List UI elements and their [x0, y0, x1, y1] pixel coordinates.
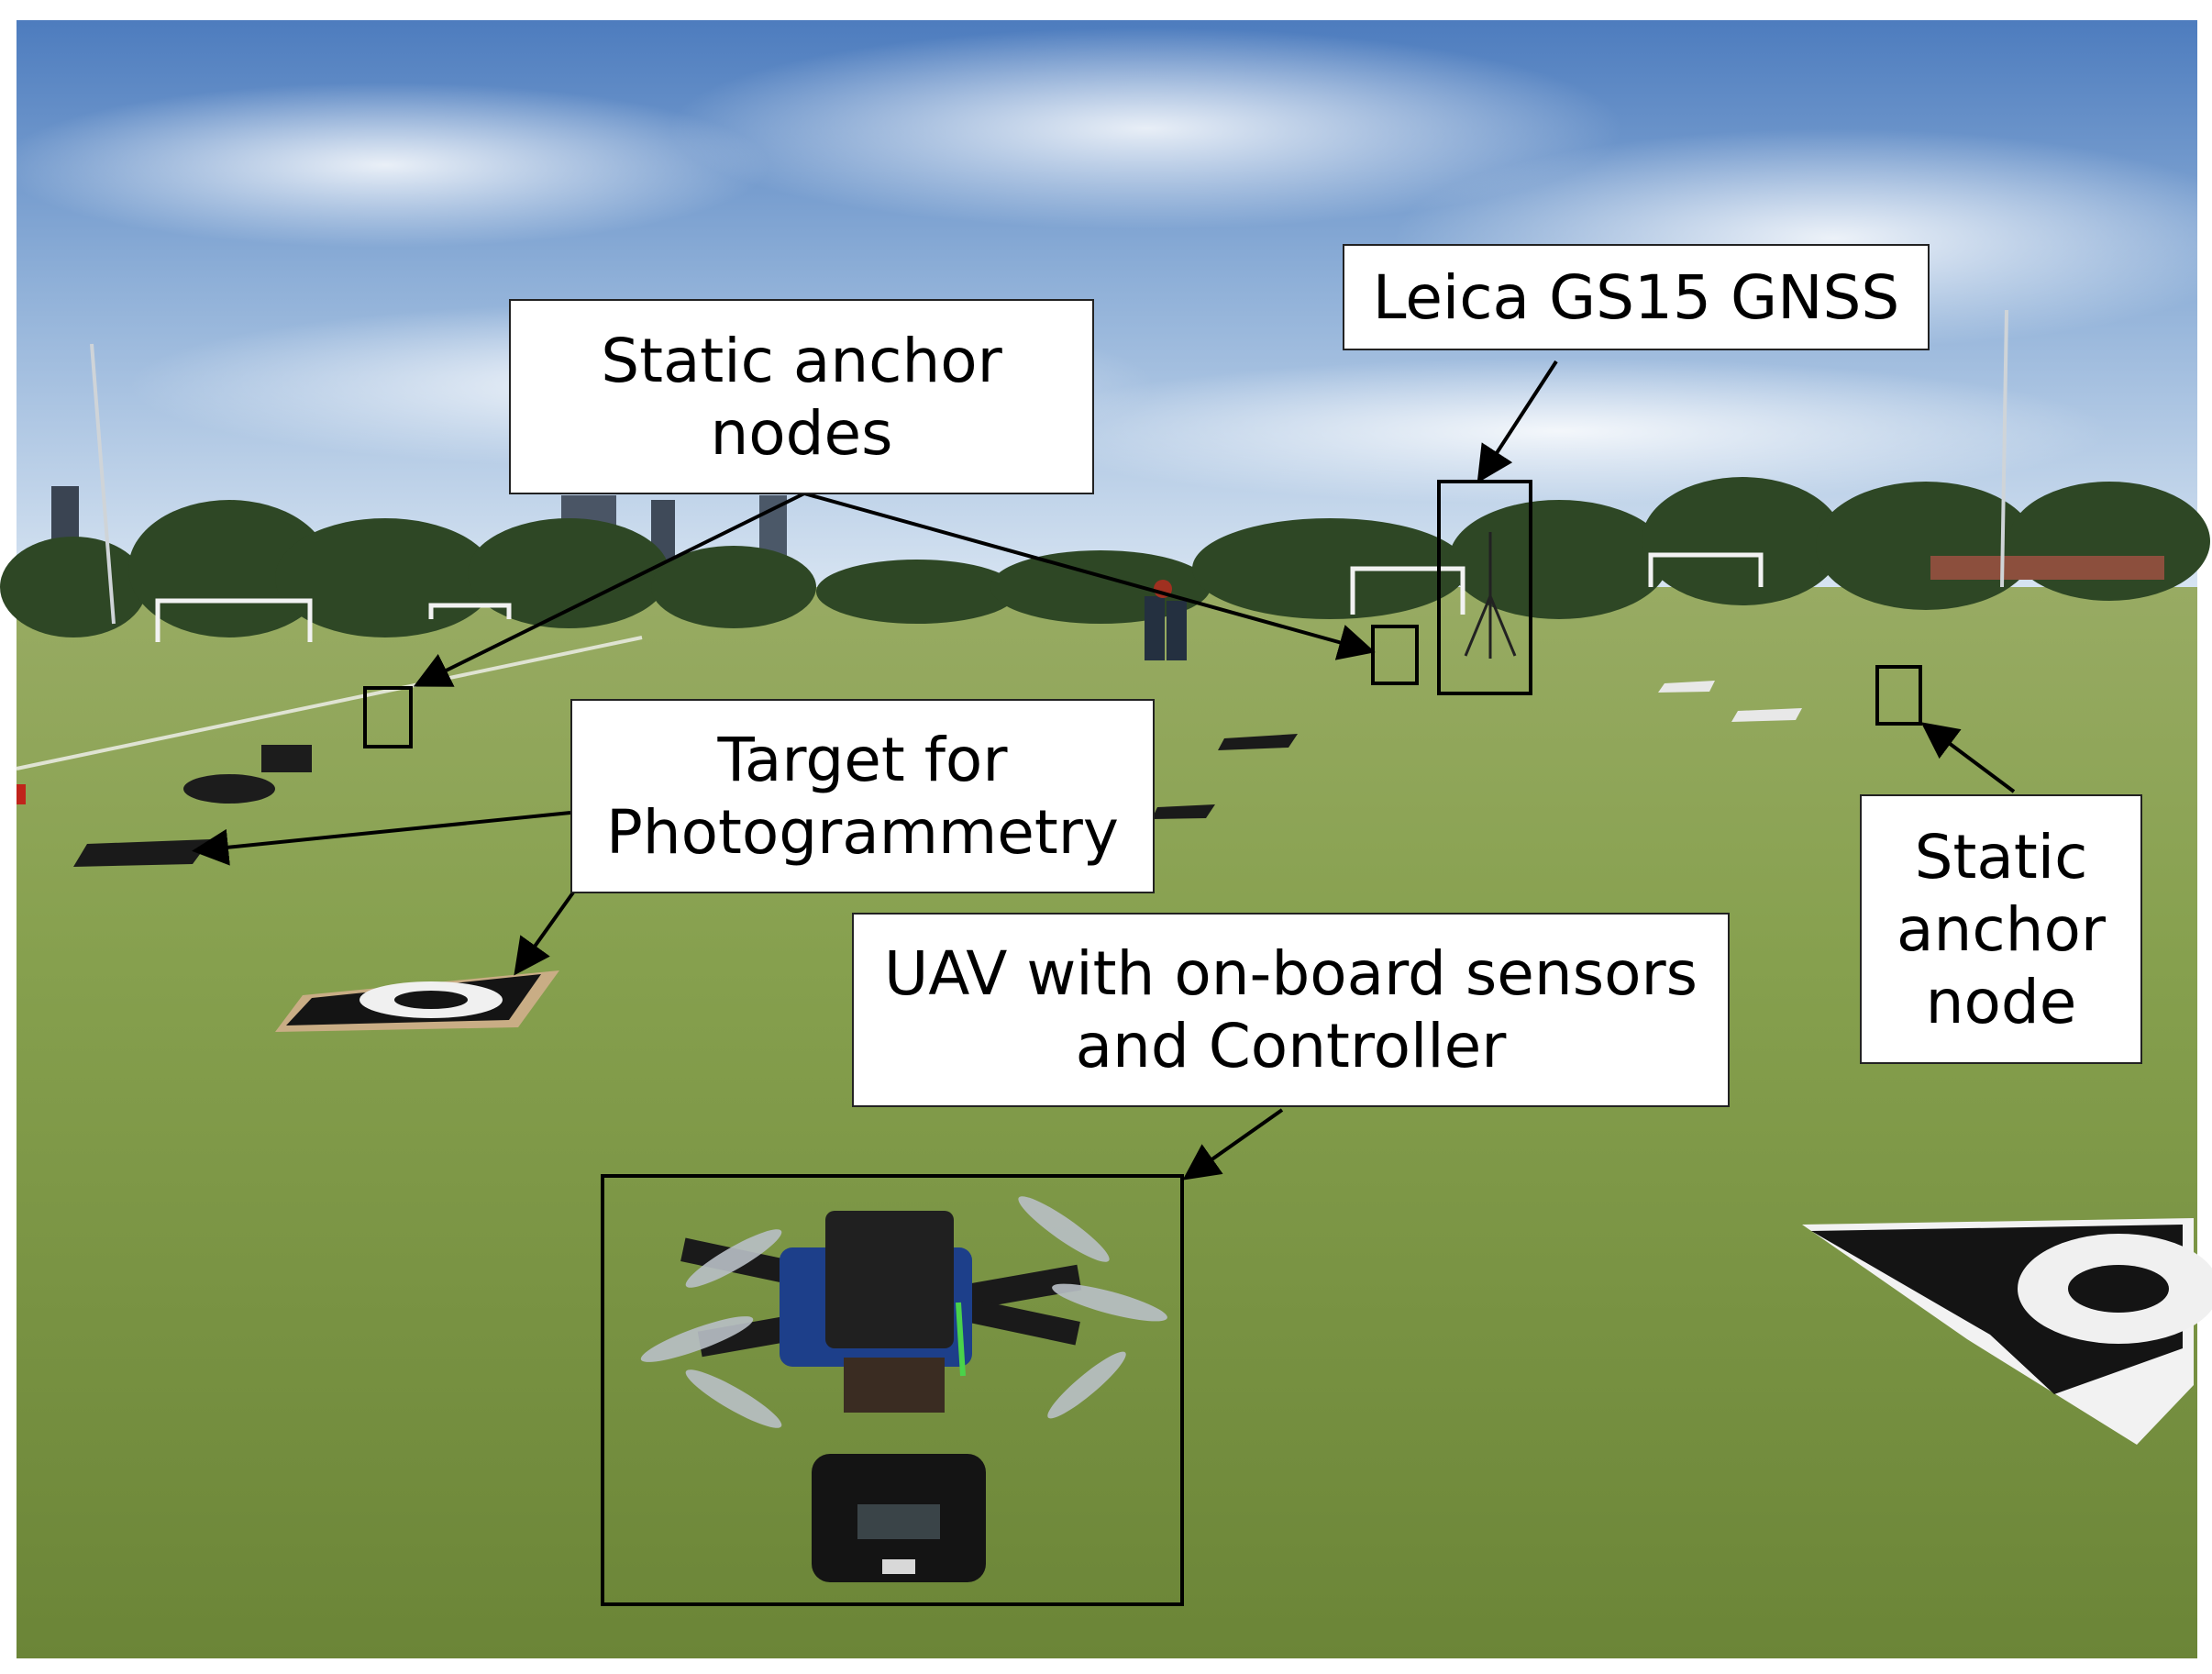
arrow-static-node	[1920, 722, 2016, 793]
cloud	[0, 83, 770, 248]
cloud	[1009, 358, 2109, 504]
tripod	[1464, 532, 1517, 659]
arrow-target-upper	[192, 811, 571, 866]
equipment	[17, 745, 312, 804]
photogrammetry-targets	[73, 681, 2212, 1445]
anchor-node-box-right	[1875, 665, 1922, 726]
field-line	[16, 636, 643, 770]
label-photogrammetry-target: Target for Photogrammetry	[570, 699, 1155, 893]
label-static-anchor-nodes: Static anchor nodes	[509, 299, 1094, 494]
arrow-static-nodes-right	[803, 492, 1376, 660]
label-uav: UAV with on-board sensors and Controller	[852, 913, 1730, 1107]
label-static-anchor-node: Static anchor node	[1860, 794, 2142, 1064]
anchor-node-box-left	[363, 686, 413, 748]
arrow-uav	[1182, 1108, 1284, 1181]
arrow-static-nodes-left	[413, 492, 805, 687]
pavilion	[1930, 556, 2164, 580]
uav-drone	[640, 1196, 1167, 1428]
arrow-leica	[1477, 360, 1558, 483]
cloud	[669, 28, 1623, 229]
uav-box	[601, 1174, 1184, 1606]
goal-posts	[155, 552, 1764, 642]
label-leica-gnss: Leica GS15 GNSS	[1343, 244, 1930, 350]
radio-controller	[812, 1454, 986, 1582]
arrow-target-lower	[514, 891, 575, 976]
annotation-arrows	[192, 360, 2016, 1181]
light-poles	[90, 309, 2008, 625]
